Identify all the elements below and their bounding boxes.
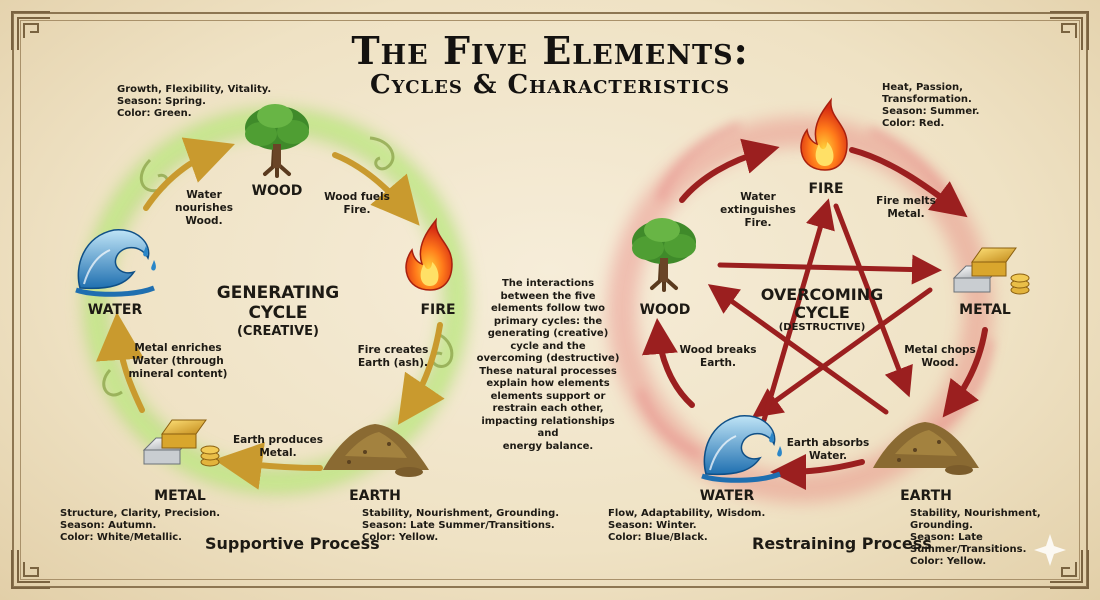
inner-frame <box>20 20 1080 580</box>
water-icon <box>76 230 156 294</box>
sparkle-icon <box>1034 534 1066 566</box>
water-label: WATER <box>699 488 755 504</box>
supportive-process-caption: Supportive Process <box>205 534 380 553</box>
metal-label: METAL <box>959 302 1011 318</box>
fire-label: FIRE <box>808 181 844 197</box>
overcoming-cycle-title: OVERCOMING CYCLE (DESTRUCTIVE) <box>760 285 884 334</box>
wood-icon <box>630 216 698 292</box>
water-label: WATER <box>87 302 143 318</box>
corner-ornament-icon <box>1050 11 1089 50</box>
corner-ornament-icon <box>11 11 50 50</box>
metal-label: METAL <box>154 488 206 504</box>
earth-label: EARTH <box>900 488 952 504</box>
restraining-process-caption: Restraining Process <box>752 534 932 553</box>
fire-characteristics: Heat, Passion,Transformation.Season: Sum… <box>882 82 980 129</box>
generating-cycle-title: GENERATING CYCLE (CREATIVE) <box>216 283 340 339</box>
earth-icon <box>873 422 979 475</box>
page-subtitle: Cycles & Characteristics <box>369 70 731 100</box>
earth-characteristics: Stability, Nourishment, Grounding.Season… <box>362 508 560 543</box>
wood-label: WOOD <box>639 302 691 318</box>
page-title: The Five Elements: <box>351 28 749 73</box>
fire-label: FIRE <box>420 302 456 318</box>
water-characteristics: Flow, Adaptability, Wisdom.Season: Winte… <box>608 508 766 543</box>
metal-characteristics: Structure, Clarity, Precision.Season: Au… <box>60 508 221 543</box>
corner-ornament-icon <box>1050 550 1089 589</box>
earth-characteristics: Stability, Nourishment, Grounding.Season… <box>910 508 1041 567</box>
fire-icon <box>800 99 848 171</box>
outer-frame <box>12 12 1088 588</box>
wood-label: WOOD <box>251 183 303 199</box>
corner-ornament-icon <box>11 550 50 589</box>
wood-characteristics: Growth, Flexibility, Vitality.Season: Sp… <box>117 84 272 119</box>
earth-label: EARTH <box>349 488 401 504</box>
